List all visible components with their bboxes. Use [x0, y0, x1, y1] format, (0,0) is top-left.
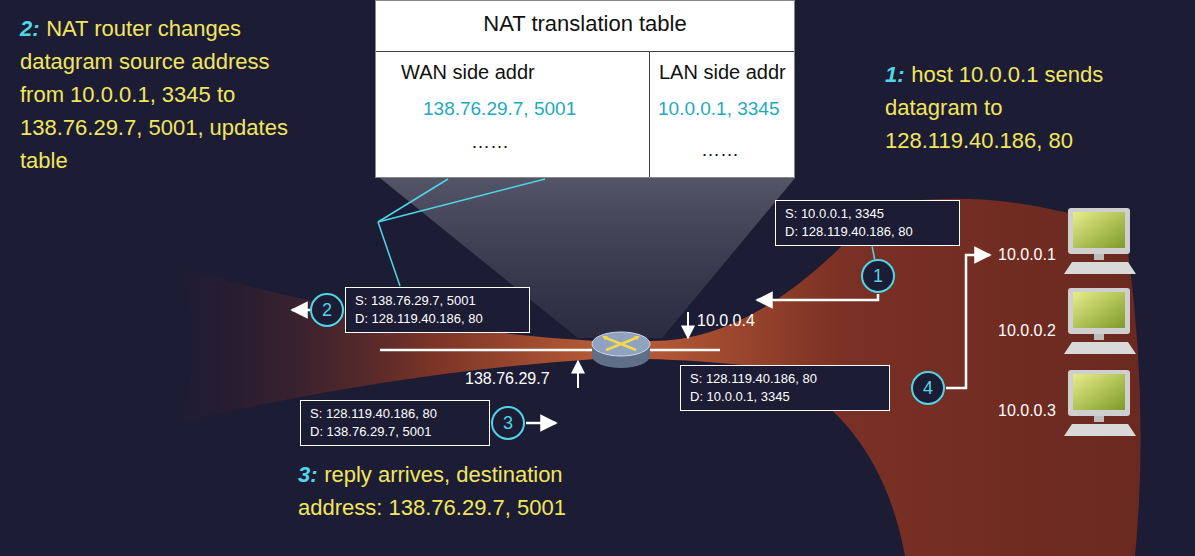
- step-number: 1:: [885, 62, 905, 87]
- datagram-header: S: 128.119.40.186, 80: [310, 405, 480, 423]
- datagram-header: S: 10.0.0.1, 3345: [785, 205, 950, 223]
- flow-arrow: [946, 255, 990, 388]
- table-title: NAT translation table: [376, 11, 794, 37]
- datagram-header: S: 128.119.40.186, 80: [690, 370, 880, 388]
- host-computer: [1064, 370, 1136, 436]
- host-address: 10.0.0.2: [998, 322, 1056, 340]
- leader-line: [378, 222, 400, 286]
- leader-line: [378, 179, 545, 222]
- callout-circle: 1: [861, 259, 895, 293]
- step-number: 3:: [298, 462, 318, 487]
- lan-wire: [648, 349, 720, 352]
- datagram-header: D: 10.0.0.1, 3345: [690, 388, 880, 406]
- flow-arrow: [292, 309, 310, 312]
- callout-number: 2: [322, 300, 332, 321]
- column-header: LAN side addr: [659, 61, 786, 84]
- table-rule: [376, 51, 794, 52]
- annotation-text: reply arrives, destination address: 138.…: [298, 462, 566, 520]
- annotation-text: NAT router changes datagram source addre…: [20, 16, 288, 173]
- callout-circle: 2: [310, 293, 344, 327]
- host-address: 10.0.0.3: [998, 402, 1056, 420]
- annotation: 2:NAT router changes datagram source add…: [20, 12, 295, 177]
- interface-address: 138.76.29.7: [465, 370, 550, 388]
- table-rule: [649, 51, 650, 177]
- flow-arrow: [526, 422, 556, 425]
- host-computer: [1064, 288, 1136, 354]
- callout-connector: [872, 246, 875, 259]
- callout-number: 3: [503, 413, 513, 434]
- callout-circle: 4: [911, 371, 945, 405]
- datagram-header: S: 138.76.29.7, 5001: [355, 292, 520, 310]
- column-header: WAN side addr: [401, 61, 535, 84]
- wan-port-arrow: [577, 361, 579, 388]
- router-icon: [592, 332, 650, 368]
- annotation: 1:host 10.0.0.1 sends datagram to 128.11…: [885, 58, 1150, 157]
- host-address: 10.0.0.1: [998, 246, 1056, 264]
- callout-circle: 3: [491, 406, 525, 440]
- lan-port-arrow: [687, 312, 689, 338]
- datagram-box: S: 128.119.40.186, 80D: 138.76.29.7, 500…: [300, 400, 490, 446]
- datagram-box: S: 10.0.0.1, 3345D: 128.119.40.186, 80: [775, 200, 960, 246]
- datagram-header: D: 128.119.40.186, 80: [785, 223, 950, 241]
- datagram-box: S: 138.76.29.7, 5001D: 128.119.40.186, 8…: [345, 287, 530, 333]
- callout-number: 4: [923, 378, 933, 399]
- nat-table: NAT translation tableWAN side addr LAN si…: [375, 0, 795, 178]
- annotation-text: host 10.0.0.1 sends datagram to 128.119.…: [885, 62, 1103, 153]
- leader-line: [378, 179, 448, 222]
- step-number: 2:: [20, 16, 40, 41]
- table-cell: 138.76.29.7, 5001: [423, 98, 576, 120]
- wan-wire: [380, 349, 594, 352]
- table-cell: ……: [471, 131, 509, 153]
- callout-number: 1: [873, 266, 883, 287]
- interface-address: 10.0.0.4: [697, 312, 755, 330]
- annotation: 3:reply arrives, destination address: 13…: [298, 458, 608, 524]
- datagram-header: D: 128.119.40.186, 80: [355, 310, 520, 328]
- datagram-header: D: 138.76.29.7, 5001: [310, 423, 480, 441]
- table-cell: 10.0.0.1, 3345: [658, 98, 780, 120]
- host-computer: [1064, 208, 1136, 274]
- datagram-box: S: 128.119.40.186, 80D: 10.0.0.1, 3345: [680, 365, 890, 411]
- flow-arrow: [757, 294, 878, 300]
- table-cell: ……: [701, 139, 739, 161]
